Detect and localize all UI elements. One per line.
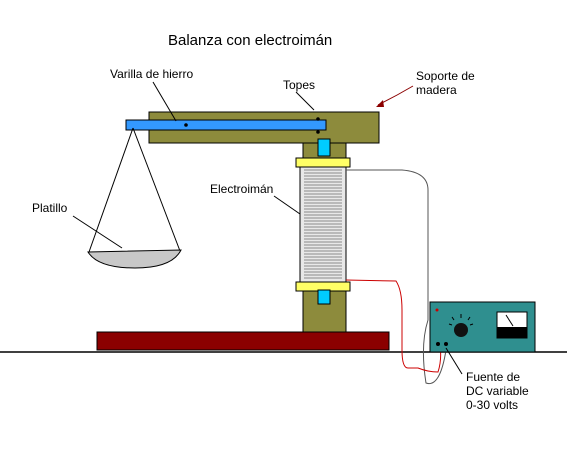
label-pan: Platillo [32,201,68,215]
lower-stop-block [317,289,331,305]
label-support-line2: madera [416,83,457,97]
leader-pan [72,215,123,249]
voltmeter-base [497,327,527,338]
pan-string-right [132,127,181,252]
label-source-line2: DC variable [466,384,529,398]
arrowhead-support [376,100,384,107]
leader-stops [295,91,315,111]
coil-windings [304,169,342,279]
leader-source [445,347,463,375]
power-led [435,308,439,312]
label-stops: Topes [283,78,315,92]
base-board [96,331,390,351]
iron-rod [125,119,327,131]
coil-top-band [295,157,351,168]
knob-ticks [448,314,474,326]
power-supply-knob [454,323,468,337]
upper-stop-block [317,138,331,157]
label-support-line1: Soporte de [416,69,475,83]
terminal-left [436,342,440,346]
label-source-line3: 0-30 volts [466,398,518,412]
stop-dot-upper [316,117,320,121]
pan [87,249,182,269]
label-source-line1: Fuente de [466,370,520,384]
diagram-title: Balanza con electroimán [168,32,332,49]
terminal-right [444,342,448,346]
wire-red [345,279,442,373]
voltmeter-needle [505,314,514,327]
label-rod: Varilla de hierro [110,67,193,81]
wire-black [346,169,447,385]
pan-string-left [88,127,134,253]
stop-dot-lower [316,130,320,134]
rod-pivot-dot [184,123,188,127]
leader-electromagnet [273,195,301,215]
leader-rod [152,81,177,122]
label-electromagnet: Electroimán [210,182,273,196]
